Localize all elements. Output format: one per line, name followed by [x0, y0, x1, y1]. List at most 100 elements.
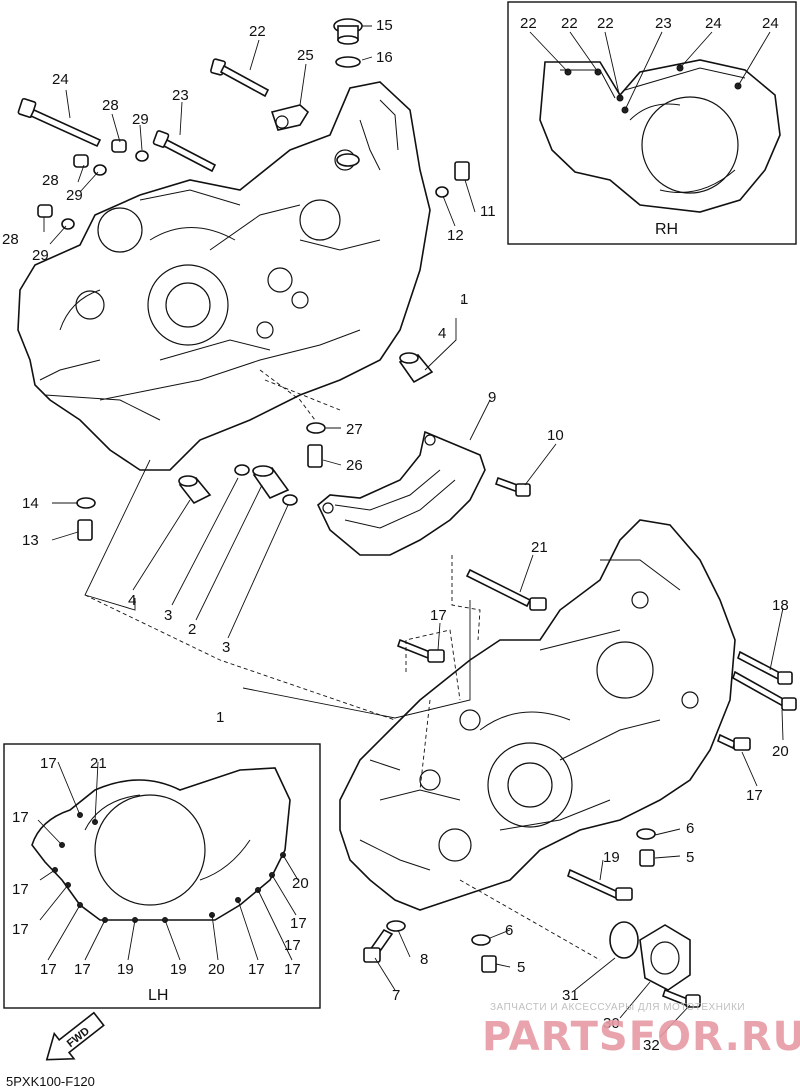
right-crankcase-half: [339, 519, 736, 911]
o-ring-31: [609, 921, 639, 959]
bolt-5a: [639, 849, 655, 867]
callout-7: 7: [392, 987, 400, 1004]
callout-29c: 29: [32, 247, 49, 264]
dowel-pin-4-lower: [178, 475, 212, 505]
callout-17-upper: 17: [430, 607, 447, 624]
callout-14: 14: [22, 495, 39, 512]
plug-15: [333, 18, 363, 45]
lh-callout-17h: 17: [284, 961, 301, 978]
callout-5b: 5: [517, 959, 525, 976]
callout-21: 21: [531, 539, 548, 556]
bolt-5b: [481, 955, 497, 973]
plug-seat: [336, 153, 360, 167]
clamp-25: [270, 104, 310, 131]
callout-6a: 6: [686, 820, 694, 837]
diagram-code: 5PXK100-F120: [6, 1074, 95, 1089]
callout-28a: 28: [102, 97, 119, 114]
lh-callout-19a: 19: [117, 961, 134, 978]
callout-26: 26: [346, 457, 363, 474]
callout-5a: 5: [686, 849, 694, 866]
callout-30: 30: [603, 1015, 620, 1032]
bolt-26: [307, 444, 323, 468]
callout-4-lower: 4: [128, 592, 136, 609]
o-ring-3b: [282, 494, 298, 506]
o-ring-3a: [234, 464, 250, 476]
rh-inset-title: RH: [655, 221, 678, 238]
lh-callout-17g: 17: [248, 961, 265, 978]
washer-27: [306, 422, 326, 434]
callout-18: 18: [772, 597, 789, 614]
washer-14: [76, 497, 96, 509]
callout-3b: 3: [222, 639, 230, 656]
oil-pan-cover: [317, 430, 486, 556]
callout-32: 32: [643, 1037, 660, 1054]
callout-19: 19: [603, 849, 620, 866]
lh-callout-17f: 17: [74, 961, 91, 978]
callout-23: 23: [172, 87, 189, 104]
rh-callout-22c: 22: [597, 15, 614, 32]
callout-17-right: 17: [746, 787, 763, 804]
callout-13: 13: [22, 532, 39, 549]
main-callouts: 15 16 22 25 24 23 28 29 28 29 28 29 11 1…: [2, 17, 789, 1054]
rh-callout-22a: 22: [520, 15, 537, 32]
callout-15: 15: [376, 17, 393, 34]
lh-callout-17a: 17: [40, 755, 57, 772]
callout-31: 31: [562, 987, 579, 1004]
callout-25: 25: [297, 47, 314, 64]
lh-crank-bore: [94, 794, 206, 906]
lh-callout-17b: 17: [12, 809, 29, 826]
rh-crank-bore: [641, 96, 739, 194]
bolt-20: [732, 670, 797, 711]
dowel-pin-4-upper: [398, 352, 434, 384]
lh-inset-title: LH: [148, 987, 168, 1004]
bolt-17a: [397, 638, 445, 663]
bolt-28c: [37, 204, 75, 230]
washer-6b: [471, 934, 491, 946]
bolt-18: [737, 650, 793, 685]
callout-29a: 29: [132, 111, 149, 128]
callout-6b: 6: [505, 922, 513, 939]
callout-1-upper: 1: [460, 291, 468, 308]
callout-11: 11: [480, 203, 496, 220]
callout-22: 22: [249, 23, 266, 40]
callout-8: 8: [420, 951, 428, 968]
washer-29a: [135, 150, 149, 162]
washer-29b: [93, 164, 107, 176]
bolt-24: [17, 97, 102, 148]
lh-callout-17e: 17: [40, 961, 57, 978]
lh-callout-17i: 17: [290, 915, 307, 932]
left-case-balancer-bore: [97, 207, 143, 253]
bolt-23: [152, 130, 217, 173]
rh-callout-23: 23: [655, 15, 672, 32]
lh-leader-lines: [37, 761, 299, 961]
callout-16: 16: [376, 49, 393, 66]
callout-28b: 28: [42, 172, 59, 189]
rh-callout-24a: 24: [705, 15, 722, 32]
left-crankcase-half: [17, 81, 431, 471]
lh-callout-17d: 17: [12, 921, 29, 938]
collar-2: [252, 465, 290, 499]
bolt-19: [567, 868, 633, 901]
rh-leader-lines: [529, 31, 771, 111]
rh-callouts: 22 22 22 23 24 24: [520, 15, 779, 32]
bolt-10: [494, 476, 531, 497]
watermark: ЗАПЧАСТИ И АКСЕССУАРЫ ДЛЯ МОТОТЕХНИКИ PA…: [482, 1002, 800, 1060]
left-crankcase-body: [17, 81, 431, 471]
bolt-22: [210, 58, 270, 98]
lh-callout-17c: 17: [12, 881, 29, 898]
bolt-28a: [111, 139, 149, 162]
callout-4-upper: 4: [438, 325, 446, 342]
washer-29c: [61, 218, 75, 230]
cover-30: [639, 924, 691, 991]
fwd-arrow: FWD: [45, 1011, 105, 1061]
right-case-countershaft-bore: [596, 641, 654, 699]
callout-12: 12: [447, 227, 464, 244]
rh-callout-24b: 24: [762, 15, 779, 32]
callout-28c: 28: [2, 231, 19, 248]
watermark-tagline: ЗАПЧАСТИ И АКСЕССУАРЫ ДЛЯ МОТОТЕХНИКИ: [490, 1002, 745, 1013]
callout-29b: 29: [66, 187, 83, 204]
bolt-7: [363, 928, 394, 963]
right-crankcase-body: [339, 519, 736, 911]
washer-6a: [636, 828, 656, 840]
